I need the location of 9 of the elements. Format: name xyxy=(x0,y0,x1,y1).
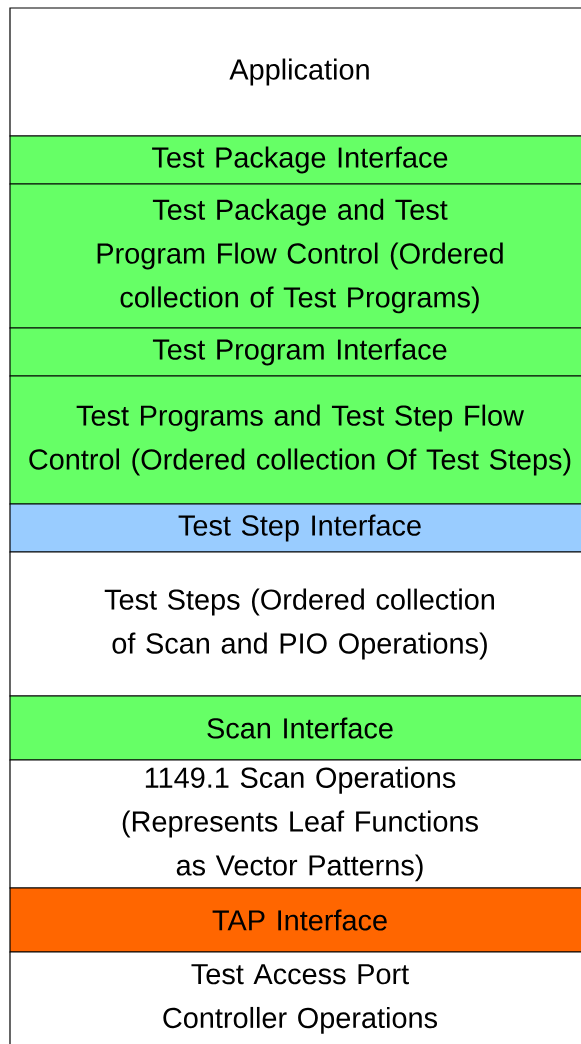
interface-band: TAP Interface xyxy=(9,887,581,953)
layer-band: Test Access Port Controller Operations xyxy=(9,951,581,1044)
interface-band: Test Package Interface xyxy=(9,135,581,185)
layer-band: Application xyxy=(9,7,581,137)
interface-band: Test Step Interface xyxy=(9,503,581,553)
layer-band: 1149.1 Scan Operations (Represents Leaf Functions as Vector Patterns) xyxy=(9,759,581,889)
interface-band: Scan Interface xyxy=(9,695,581,761)
layer-band: Test Steps (Ordered collection of Scan and PIO Operations) xyxy=(9,551,581,697)
interface-band: Test Program Interface xyxy=(9,327,581,377)
